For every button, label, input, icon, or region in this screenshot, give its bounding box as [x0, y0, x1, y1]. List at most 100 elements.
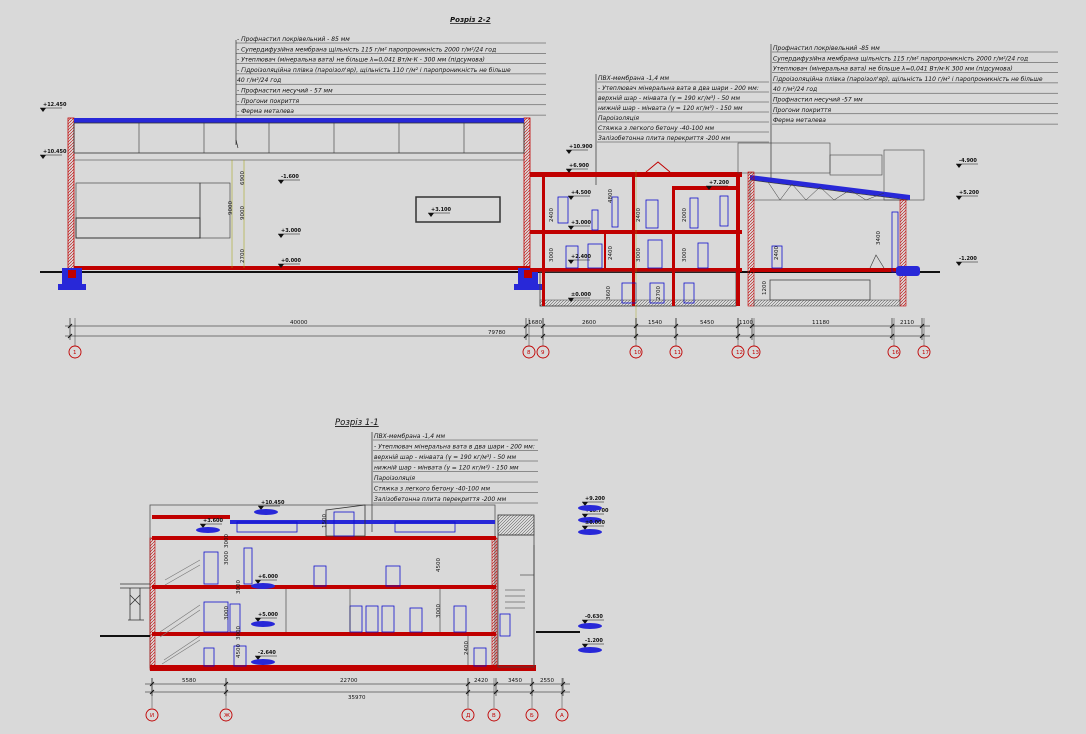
level-mark: +7.200 — [709, 180, 730, 186]
level-mark-icon — [255, 618, 261, 622]
inner-dimension: 3000 — [224, 551, 230, 565]
note-line: ПВХ-мембрана -1,4 мм — [374, 433, 445, 440]
axis-marker-icon — [555, 708, 569, 722]
note-line: Стяжка з легкого бетону -40-100 мм — [598, 125, 714, 132]
axis-marker-icon — [917, 345, 931, 359]
note-line: - Профнастил несучий - 57 мм — [237, 88, 333, 95]
svg-text:2400: 2400 — [636, 208, 642, 222]
svg-text:2000: 2000 — [682, 208, 688, 222]
level-mark: +10.900 — [569, 144, 593, 150]
level-mark-icon — [568, 196, 574, 200]
dimension-value: 1680 — [528, 320, 542, 326]
axis-label: 17 — [922, 350, 929, 356]
dimension-value: 1100 — [739, 320, 753, 326]
note-line: Утеплювач (мінеральна вата) не більше λ=… — [773, 66, 1013, 73]
axis-marker-icon — [747, 345, 761, 359]
level-mark: ±0.000 — [585, 520, 606, 526]
level-mark-icon — [40, 108, 46, 112]
axis-marker-icon — [68, 345, 82, 359]
level-mark-icon — [956, 196, 962, 200]
axis-marker-icon — [731, 345, 745, 359]
note-line: Пароізоляція — [598, 115, 639, 122]
level-mark: -1.200 — [585, 638, 603, 644]
axis-label: 16 — [892, 350, 899, 356]
notes-right: Профнастил покрівельний -85 ммСупердифуз… — [770, 44, 1058, 178]
axis-label: В — [492, 713, 496, 719]
level-mark: +9.200 — [585, 496, 606, 502]
level-mark-icon — [582, 644, 588, 648]
note-line: нижній шар - мінвата (γ = 120 кг/м³) - 1… — [374, 465, 519, 472]
axis-label: 8 — [527, 350, 531, 356]
level-marker-blob — [578, 529, 602, 535]
axis-label: 9 — [541, 350, 545, 356]
note-line: - Ферма металева — [237, 108, 294, 115]
dimension-value: 2420 — [474, 678, 488, 684]
note-line: ПВХ-мембрана -1,4 мм — [598, 75, 669, 82]
foundation-left — [58, 268, 86, 290]
axis-marker-icon — [461, 708, 475, 722]
dimension-value: 5450 — [700, 320, 714, 326]
note-line: Профнастил покрівельний -85 мм — [773, 45, 880, 52]
svg-text:3400: 3400 — [876, 231, 882, 245]
section-title: Розріз 2-2 — [450, 16, 491, 24]
dimension-value: 2110 — [900, 320, 914, 326]
level-mark: +12.450 — [43, 102, 67, 108]
svg-text:3600: 3600 — [606, 286, 612, 300]
level-mark-icon — [255, 656, 261, 660]
level-mark-icon — [582, 620, 588, 624]
level-mark-icon — [568, 260, 574, 264]
svg-text:2700: 2700 — [656, 286, 662, 300]
inner-dimension: 3000 — [436, 604, 442, 618]
level-mark: +5.000 — [258, 612, 279, 618]
dimension-value: 40000 — [290, 320, 308, 326]
note-line: Прогони покриття — [773, 107, 831, 114]
axis-label: И — [150, 713, 154, 719]
note-line: Залізобетонна плита перекриття -200 мм — [374, 496, 507, 503]
level-mark-icon — [582, 514, 588, 518]
inner-dimension: 3000 — [224, 606, 230, 620]
section-2-2: Розріз 2-2 - Профнастил покрівельний - 8… — [40, 16, 1058, 359]
dimension-value: 3450 — [508, 678, 522, 684]
inner-dimension: 3000 — [236, 580, 242, 594]
section-1-1: Розріз 1-1 ПВХ-мембрана -1,4 мм- Утеплюв… — [100, 418, 609, 722]
level-mark-icon — [258, 506, 264, 510]
notes-mid: ПВХ-мембрана -1,4 мм- Утеплювач мінераль… — [595, 74, 769, 185]
level-marker-blob — [578, 647, 602, 653]
level-marker-blob — [578, 517, 602, 523]
level-mark-icon — [956, 262, 962, 266]
axis-marker-icon — [669, 345, 683, 359]
axis-marker-icon — [522, 345, 536, 359]
level-mark: -1.600 — [281, 174, 299, 180]
note-line: - Профнастил покрівельний - 85 мм — [237, 36, 350, 43]
inner-dimension: 1500 — [322, 514, 328, 528]
level-mark: +6.000 — [258, 574, 279, 580]
level-mark-icon — [956, 164, 962, 168]
level-mark-icon — [278, 180, 284, 184]
level-mark-icon — [582, 526, 588, 530]
note-line: - Прогони покриття — [237, 98, 300, 105]
axis-label: Б — [530, 713, 534, 719]
axis-label: 1 — [73, 350, 77, 356]
level-mark-icon — [568, 226, 574, 230]
note-line: верхній шар - мінвата (γ = 190 кг/м³) - … — [598, 95, 741, 102]
dimension-value: 2600 — [582, 320, 596, 326]
level-marker-blob — [251, 621, 275, 627]
note-line: - Утеплювач мінеральна вата в два шари -… — [374, 444, 535, 451]
axis-label: 10 — [634, 350, 641, 356]
level-marker-blob — [578, 505, 602, 511]
svg-text:2400: 2400 — [608, 246, 614, 260]
note-line: - Утеплювач (мінеральна вата) не більше … — [237, 57, 485, 64]
note-line: Гідроізоляційна плівка (пароізол'яр), щі… — [773, 76, 1043, 83]
axis-marker-icon — [629, 345, 643, 359]
level-mark: -2.640 — [258, 650, 276, 656]
axis-label: Ж — [224, 713, 230, 719]
svg-text:3000: 3000 — [682, 248, 688, 262]
axis-label: А — [560, 713, 564, 719]
note-line: - Гідроізоляційна плівка (пароізол'яр), … — [237, 67, 511, 74]
level-mark: -1.200 — [959, 256, 977, 262]
level-mark-icon — [566, 150, 572, 154]
